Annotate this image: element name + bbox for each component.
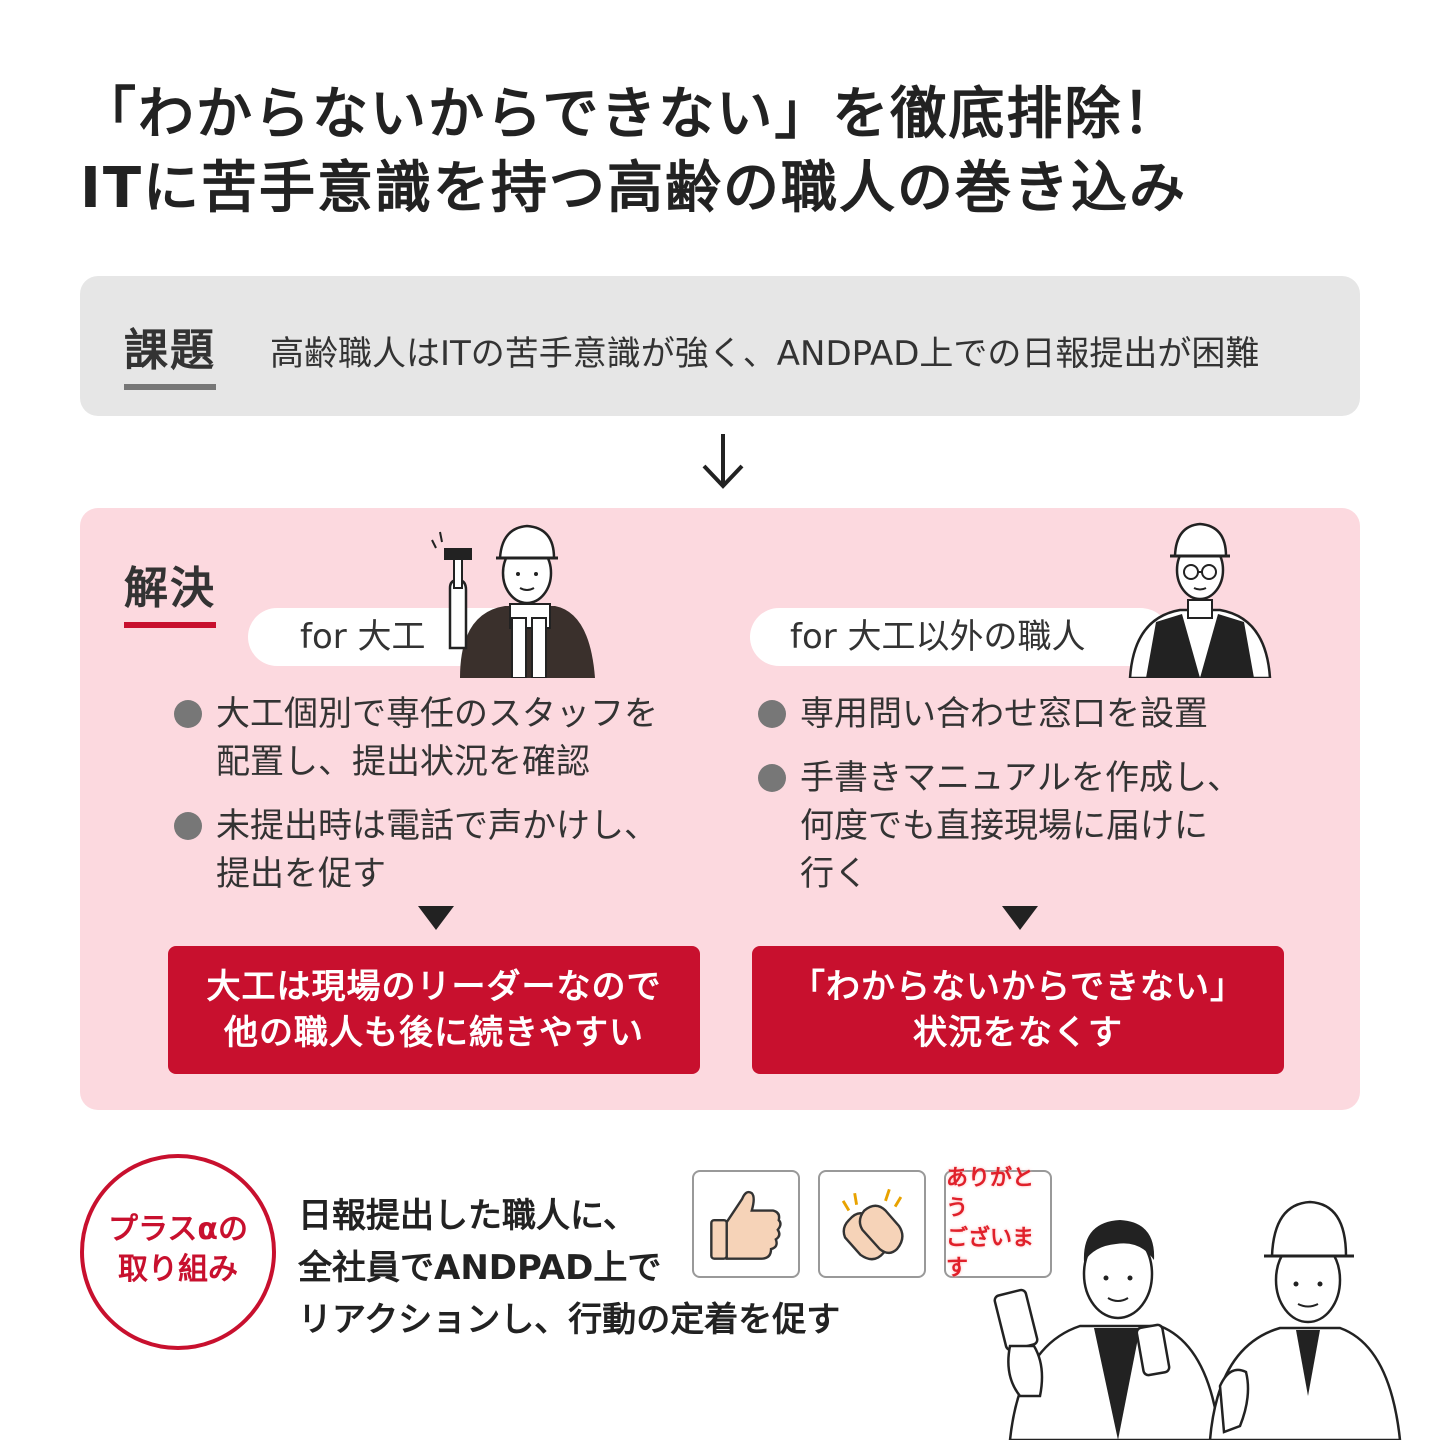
- problem-text: 高齢職人はITの苦手意識が強く、ANDPAD上での日報提出が困難: [270, 334, 1260, 374]
- badge-text: 取り組み: [118, 1252, 238, 1287]
- thanks-text: ございます: [946, 1226, 1035, 1281]
- bullet-text: 大工個別で専任のスタッフを: [216, 694, 658, 734]
- carpenter-result: 大工は現場のリーダーなので 他の職人も後に続きやすい: [168, 946, 700, 1074]
- result-text: 大工は現場のリーダーなので: [206, 967, 662, 1007]
- plus-alpha-badge: プラスαの 取り組み: [80, 1154, 276, 1350]
- other-trades-result: 「わからないからできない」 状況をなくす: [752, 946, 1284, 1074]
- triangle-down-icon: [1002, 906, 1038, 930]
- description-line: 全社員でANDPAD上で: [298, 1248, 662, 1288]
- other-trades-pill: for 大工以外の職人: [750, 608, 1170, 666]
- title-line-1: 「わからないからできない」を徹底排除！: [80, 82, 1181, 147]
- craftsman-illustration: [1128, 522, 1272, 678]
- carpenter-illustration: [431, 524, 595, 678]
- problem-label: 課題: [124, 314, 216, 390]
- result-text: 「わからないからできない」: [791, 967, 1245, 1007]
- staff-with-phones-illustration: [993, 1200, 1402, 1440]
- triangle-down-icon: [418, 906, 454, 930]
- bullet-text: 行く: [800, 854, 868, 894]
- description-line: 日報提出した職人に、: [298, 1196, 637, 1236]
- description-line: リアクションし、行動の定着を促す: [298, 1300, 841, 1340]
- list-item: 未提出時は電話で声かけし、 提出を促す: [170, 802, 710, 898]
- plus-alpha-description: 日報提出した職人に、 全社員でANDPAD上で リアクションし、行動の定着を促す: [298, 1190, 840, 1346]
- carpenter-pill-label: for 大工: [300, 617, 426, 657]
- bullet-text: 提出を促す: [216, 854, 386, 894]
- thanks-reaction: ありがとう ございます: [944, 1166, 1052, 1281]
- clapping-hands-icon: [841, 1188, 904, 1261]
- bullet-dot: [174, 700, 202, 728]
- solution-label: 解決: [124, 552, 216, 628]
- list-item: 大工個別で専任のスタッフを 配置し、提出状況を確認: [170, 690, 710, 786]
- bullet-text: 未提出時は電話で声かけし、: [216, 806, 658, 846]
- bullet-dot: [174, 812, 202, 840]
- bullet-text: 何度でも直接現場に届けに: [800, 806, 1208, 846]
- thumbs-up-reaction: [692, 1170, 800, 1278]
- list-item: 手書きマニュアルを作成し、 何度でも直接現場に届けに 行く: [754, 754, 1294, 898]
- thanks-text: ありがとう: [946, 1166, 1035, 1221]
- badge-text: プラスαの: [107, 1212, 248, 1247]
- page-title: 「わからないからできない」を徹底排除！ ITに苦手意識を持つ高齢の職人の巻き込み: [80, 78, 1380, 226]
- bullet-text: 手書きマニュアルを作成し、: [800, 758, 1241, 798]
- bullet-dot: [758, 700, 786, 728]
- carpenter-bullets: 大工個別で専任のスタッフを 配置し、提出状況を確認 未提出時は電話で声かけし、 …: [170, 690, 710, 914]
- down-arrow-icon: [702, 434, 744, 489]
- problem-box: 課題 高齢職人はITの苦手意識が強く、ANDPAD上での日報提出が困難: [80, 276, 1360, 416]
- result-text: 状況をなくす: [913, 1013, 1123, 1053]
- bullet-text: 専用問い合わせ窓口を設置: [800, 694, 1208, 734]
- title-line-2: ITに苦手意識を持つ高齢の職人の巻き込み: [80, 156, 1188, 221]
- thumbs-up-icon: [710, 1190, 782, 1260]
- list-item: 専用問い合わせ窓口を設置: [754, 690, 1294, 738]
- bullet-dot: [758, 764, 786, 792]
- bullet-text: 配置し、提出状況を確認: [216, 742, 590, 782]
- clap-reaction: [818, 1170, 926, 1278]
- other-trades-bullets: 専用問い合わせ窓口を設置 手書きマニュアルを作成し、 何度でも直接現場に届けに …: [754, 690, 1294, 914]
- result-text: 他の職人も後に続きやすい: [224, 1013, 644, 1053]
- solution-box: 解決 for 大工 for 大工以外の職人: [80, 508, 1360, 1110]
- other-trades-pill-label: for 大工以外の職人: [790, 617, 1086, 657]
